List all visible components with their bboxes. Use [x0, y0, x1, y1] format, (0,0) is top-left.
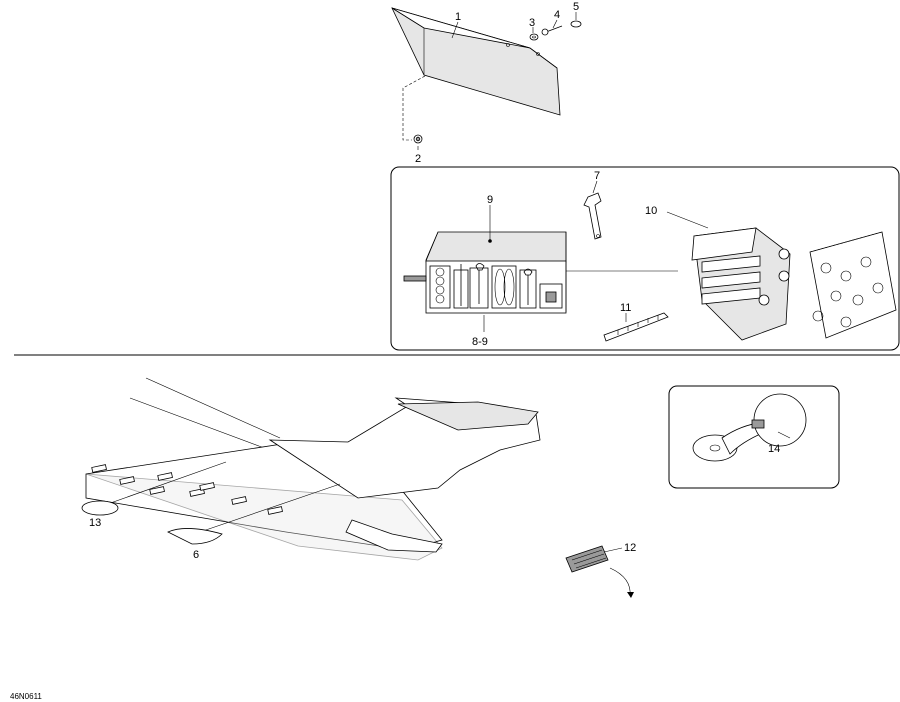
callout-9: 9: [487, 194, 493, 206]
leader-4: [552, 19, 558, 29]
strap-part-11: [603, 312, 669, 342]
leader-14: [777, 431, 791, 439]
nut-part-2: [413, 134, 423, 144]
figure-code: 46N0611: [10, 692, 42, 701]
leader-1: [451, 21, 459, 39]
callout-8-9: 8-9: [472, 336, 488, 348]
callout-1: 1: [455, 11, 461, 23]
callout-10: 10: [645, 205, 657, 217]
callout-6: 6: [193, 549, 199, 561]
leader-13: [101, 461, 227, 507]
decal-part-12: [565, 545, 609, 573]
callout-13: 13: [89, 517, 101, 529]
callout-11: 11: [620, 302, 631, 314]
install-arrow: [609, 567, 631, 597]
horn-detail-frame: [668, 385, 840, 489]
leader-7: [592, 180, 598, 194]
callout-7: 7: [594, 170, 600, 182]
install-arrow-head: [627, 592, 634, 598]
pad-part-13: [81, 500, 119, 516]
callout-3: 3: [529, 17, 535, 29]
leader-12: [603, 547, 623, 553]
tool-kit-frame: [390, 166, 900, 351]
screw-part-4: [541, 25, 563, 36]
washer-part-3: [529, 33, 539, 41]
callout-2: 2: [415, 153, 421, 165]
fastener-leader-dashed: [402, 75, 426, 141]
pad-part-6: [167, 528, 223, 545]
spark-plug-wrench-part-7: [583, 192, 602, 240]
belly-pan-assembly: [85, 377, 541, 561]
callout-4: 4: [554, 9, 560, 21]
rope-guide-part-10: [691, 227, 897, 341]
mud-flap: [391, 7, 561, 116]
leader-10: [666, 211, 709, 229]
callout-5: 5: [573, 1, 579, 13]
horn-part-14: [692, 393, 807, 462]
tool-kit-pouch: [403, 231, 567, 314]
o-ring-part-5: [570, 20, 582, 28]
callout-14: 14: [768, 443, 780, 455]
callout-12: 12: [624, 542, 636, 554]
leader-6: [199, 483, 341, 533]
